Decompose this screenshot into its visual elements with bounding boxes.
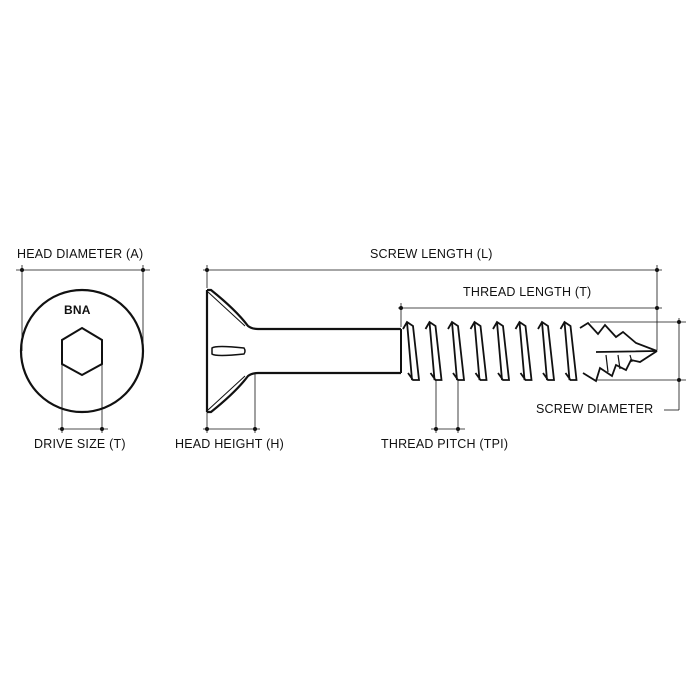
thread-crest <box>447 320 466 381</box>
head-marking: BNA <box>64 303 91 317</box>
thread-crest <box>514 320 533 381</box>
screw-tip <box>579 321 658 383</box>
head-height-label: HEAD HEIGHT (H) <box>175 437 285 451</box>
thread-crest <box>469 320 488 381</box>
screw-length-label: SCREW LENGTH (L) <box>370 247 493 261</box>
thread-length-label: THREAD LENGTH (T) <box>463 285 592 299</box>
thread-crest <box>537 320 556 381</box>
drive-size-dimension <box>58 352 108 433</box>
screw-diameter-label: SCREW DIAMETER <box>536 402 654 416</box>
screw-diameter-dimension <box>590 318 686 411</box>
screw-head-side-view <box>205 288 401 414</box>
thread-crest <box>402 320 421 381</box>
thread-crest <box>492 320 511 381</box>
head-height-dimension <box>203 373 260 433</box>
hex-drive-icon <box>61 326 103 377</box>
head-diameter-dimension <box>16 265 150 351</box>
thread-pitch-dimension <box>431 380 465 433</box>
thread-pitch-label: THREAD PITCH (TPI) <box>381 437 509 451</box>
drive-size-label: DRIVE SIZE (T) <box>34 437 126 451</box>
thread-crest <box>559 320 578 381</box>
thread-length-dimension <box>398 303 662 327</box>
head-diameter-label: HEAD DIAMETER (A) <box>17 247 144 261</box>
dimension-dots <box>20 268 681 431</box>
screw-length-dimension <box>203 265 662 350</box>
thread-crest <box>424 320 443 381</box>
